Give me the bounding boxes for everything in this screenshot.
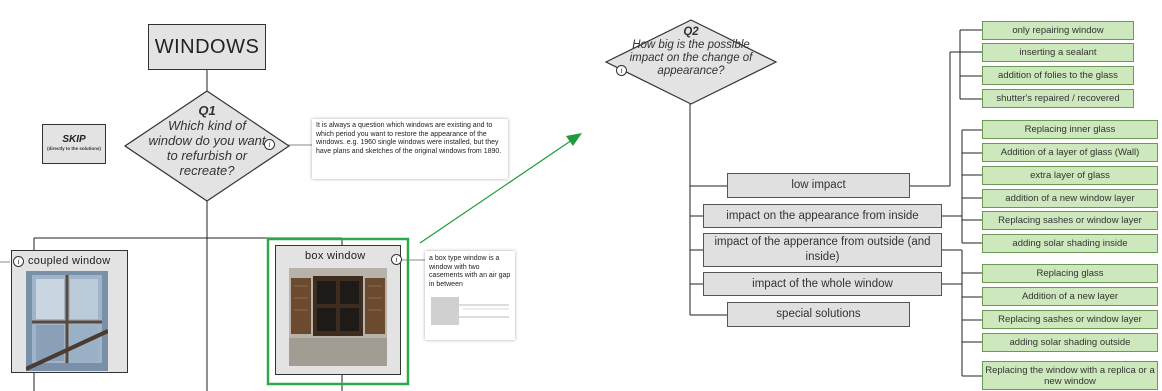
q1-diamond <box>123 90 291 202</box>
solution-whole-1[interactable]: Replacing the window with a replica or a… <box>982 361 1158 390</box>
solution-inside-1[interactable]: Replacing inner glass <box>982 120 1158 139</box>
q1-text-block: Q1 Which kind of window do you want to r… <box>147 103 267 178</box>
category-outside[interactable]: impact of the apperance from outside (an… <box>703 233 942 267</box>
coupled-window-label: coupled window <box>28 255 111 267</box>
q1-note: It is always a question which windows ar… <box>312 119 508 179</box>
solution-inside-6[interactable]: adding solar shading inside <box>982 234 1158 253</box>
skip-title: SKIP <box>62 134 86 145</box>
box-window-sketch <box>431 297 509 326</box>
q1-info-icon[interactable]: i <box>264 139 275 150</box>
box-window-photo <box>289 268 387 366</box>
coupled-window-info-icon[interactable]: i <box>13 256 24 267</box>
box-window-info-icon[interactable]: i <box>391 254 402 265</box>
solution-low-1[interactable]: only repairing window <box>982 21 1134 40</box>
solution-inside-2[interactable]: Addition of a layer of glass (Wall) <box>982 143 1158 162</box>
q1-label: Q1 <box>198 103 216 118</box>
solution-inside-4[interactable]: addition of a new window layer <box>982 189 1158 208</box>
arrow-head <box>566 133 582 146</box>
q1-note-text: It is always a question which windows ar… <box>316 122 502 155</box>
q2-diamond <box>604 19 778 105</box>
solution-low-2[interactable]: inserting a sealant <box>982 43 1134 62</box>
solution-outside-1[interactable]: Replacing glass <box>982 264 1158 283</box>
category-special-solutions[interactable]: special solutions <box>727 302 910 327</box>
box-window-label: box window <box>305 250 366 262</box>
q2-label: Q2 <box>683 26 699 38</box>
solution-low-4[interactable]: shutter's repaired / recovered <box>982 89 1134 108</box>
q2-text-block: Q2 How big is the possible impact on the… <box>618 26 764 78</box>
solution-outside-3[interactable]: Replacing sashes or window layer <box>982 310 1158 329</box>
windows-title: WINDOWS <box>154 35 260 58</box>
solution-outside-4[interactable]: adding solar shading outside <box>982 333 1158 352</box>
skip-box[interactable]: SKIP (directly to the solutions) <box>42 124 106 164</box>
coupled-window-photo <box>26 271 108 371</box>
box-window-note: a box type window is a window with two c… <box>425 251 515 340</box>
category-inside[interactable]: impact on the appearance from inside <box>703 204 942 228</box>
solution-outside-2[interactable]: Addition of a new layer <box>982 287 1158 306</box>
windows-title-box: WINDOWS <box>148 24 266 70</box>
solution-inside-5[interactable]: Replacing sashes or window layer <box>982 211 1158 230</box>
q1-question: Which kind of window do you want to refu… <box>148 118 266 178</box>
solution-inside-3[interactable]: extra layer of glass <box>982 166 1158 185</box>
category-whole-window[interactable]: impact of the whole window <box>703 272 942 296</box>
q2-info-icon[interactable]: i <box>616 65 627 76</box>
box-window-note-text: a box type window is a window with two c… <box>429 255 511 288</box>
category-low-impact[interactable]: low impact <box>727 173 910 198</box>
box-window-highlight <box>266 237 410 386</box>
solution-low-3[interactable]: addition of folies to the glass <box>982 66 1134 85</box>
q2-question: How big is the possible impact on the ch… <box>629 39 753 77</box>
skip-subtitle: (directly to the solutions) <box>47 146 101 151</box>
